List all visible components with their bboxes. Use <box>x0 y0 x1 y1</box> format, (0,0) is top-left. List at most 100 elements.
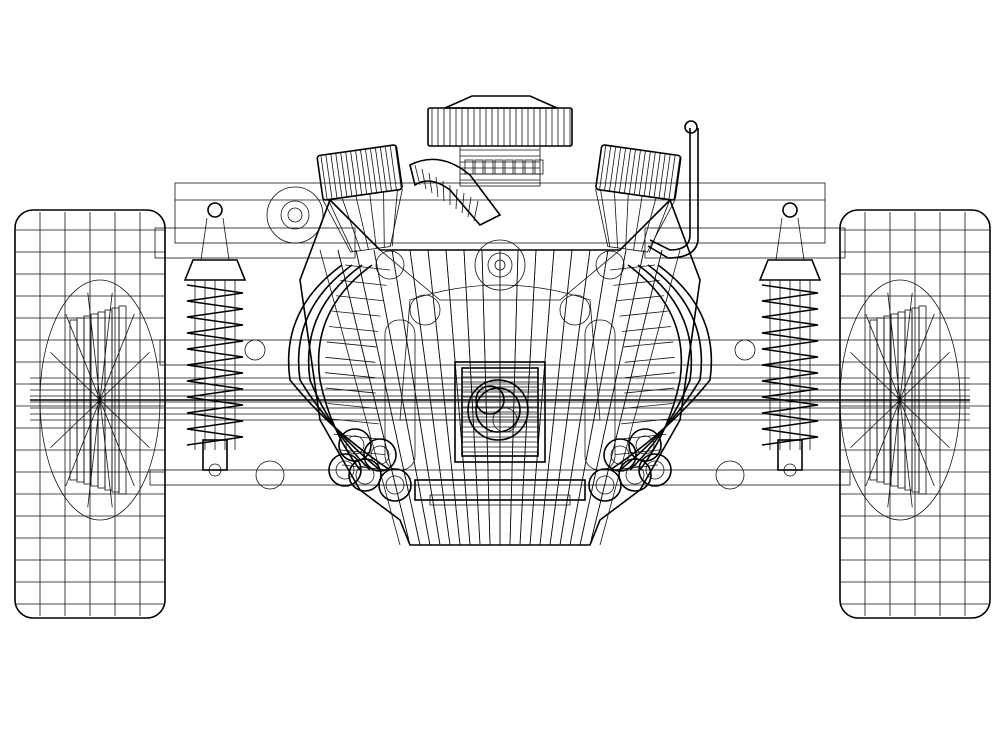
line-segment <box>624 372 676 379</box>
line-segment <box>266 186 324 244</box>
line-segment <box>50 399 101 449</box>
line-segment <box>365 148 373 194</box>
line-segment <box>65 313 101 401</box>
line-segment <box>623 403 673 409</box>
line-segment <box>777 439 803 471</box>
line-segment <box>330 418 379 425</box>
line-segment <box>609 264 713 471</box>
line-segment <box>616 295 664 302</box>
line-segment <box>648 199 671 253</box>
line-segment <box>618 458 652 492</box>
line-segment <box>481 249 491 546</box>
line-segment <box>325 154 333 200</box>
line-segment <box>474 239 526 291</box>
line-segment <box>599 145 607 190</box>
line-segment <box>99 313 135 401</box>
line-segment <box>624 356 675 363</box>
line-segment <box>621 326 671 332</box>
line-segment <box>559 294 591 326</box>
air-cleaner <box>427 95 573 187</box>
line-segment <box>99 399 113 508</box>
line-segment <box>850 351 901 401</box>
line-segment <box>370 445 390 465</box>
line-segment <box>494 259 506 271</box>
line-segment <box>174 182 826 244</box>
line-segment <box>442 180 445 202</box>
line-segment <box>355 195 369 250</box>
line-segment <box>355 465 375 485</box>
engine-block <box>244 158 756 546</box>
line-segment <box>409 294 441 326</box>
line-segment <box>758 259 822 281</box>
crank-pulley <box>454 361 546 463</box>
line-segment <box>641 197 657 252</box>
line-segment <box>327 403 377 409</box>
line-segment <box>549 249 591 546</box>
line-segment <box>255 460 285 490</box>
line-segment <box>378 468 412 502</box>
line-segment <box>514 159 524 175</box>
line-segment <box>600 189 611 247</box>
right-valve-cover <box>595 144 682 253</box>
line-segment <box>609 264 656 271</box>
line-segment <box>350 151 358 196</box>
line-segment <box>99 351 150 401</box>
line-segment <box>345 435 365 455</box>
line-segment <box>761 284 819 446</box>
line-segment <box>344 264 391 271</box>
line-segment <box>539 249 573 546</box>
line-segment <box>619 264 703 471</box>
line-segment <box>625 193 629 250</box>
line-segment <box>463 249 481 546</box>
line-segment <box>379 146 387 192</box>
line-segment <box>409 158 502 226</box>
line-segment <box>899 313 935 401</box>
line-segment <box>604 145 612 191</box>
line-segment <box>628 428 662 462</box>
line-segment <box>524 159 534 175</box>
line-segment <box>399 284 601 421</box>
line-segment <box>316 144 403 201</box>
line-segment <box>635 435 655 455</box>
line-segment <box>644 227 846 259</box>
line-segment <box>492 407 518 433</box>
line-segment <box>519 249 537 546</box>
line-segment <box>435 176 439 198</box>
line-segment <box>494 159 504 175</box>
line-segment <box>684 120 698 134</box>
line-segment <box>509 249 519 546</box>
line-segment <box>467 379 529 441</box>
line-segment <box>335 153 343 198</box>
line-segment <box>668 154 676 200</box>
line-segment <box>534 159 544 175</box>
line-segment <box>207 202 223 218</box>
line-segment <box>645 460 665 480</box>
line-segment <box>297 264 381 471</box>
line-segment <box>899 351 950 401</box>
line-segment <box>428 172 433 194</box>
line-segment <box>332 310 381 317</box>
line-segment <box>783 463 797 477</box>
line-segment <box>421 168 427 190</box>
line-segment <box>414 479 586 501</box>
line-segment <box>383 191 385 248</box>
left-exhaust-header <box>287 264 416 502</box>
line-segment <box>445 249 471 546</box>
line-segment <box>599 249 681 546</box>
line-segment <box>473 200 479 222</box>
line-segment <box>618 147 627 193</box>
line-segment <box>595 189 676 253</box>
line-segment <box>584 319 616 471</box>
line-segment <box>623 341 674 348</box>
line-segment <box>322 189 403 253</box>
line-segment <box>299 198 701 546</box>
line-segment <box>663 154 671 199</box>
line-segment <box>649 128 691 251</box>
line-segment <box>444 95 558 109</box>
line-segment <box>345 151 353 197</box>
line-segment <box>324 372 376 379</box>
right-shock-spring <box>758 202 822 477</box>
line-segment <box>355 150 363 196</box>
line-segment <box>244 339 266 361</box>
line-segment <box>614 147 622 192</box>
